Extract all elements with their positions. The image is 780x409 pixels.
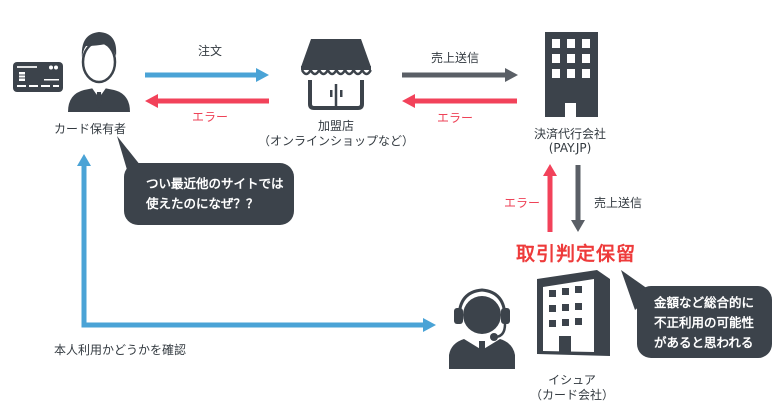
issuer-speech-bubble: 金額など総合的に 不正利用の可能性 があると思われる [637, 286, 772, 358]
issuer-bubble-line-2: 不正利用の可能性 [654, 315, 755, 330]
error-label-to-merchant: エラー [436, 111, 473, 125]
storefront-icon [300, 39, 372, 110]
error-label-to-cardholder: エラー [191, 110, 228, 124]
issuer-bubble-line-1: 金額など総合的に [654, 295, 755, 310]
headset-operator-icon [449, 288, 515, 369]
sales-send-arrow-down [571, 165, 585, 232]
businessman-icon [68, 32, 130, 112]
transaction-hold-status: 取引判定保留 [516, 243, 637, 265]
sales-send-label: 売上送信 [430, 51, 479, 65]
issuer-bubble-line-3: があると思われる [654, 335, 754, 350]
merchant-sublabel: （オンラインショップなど） [257, 134, 414, 148]
order-arrow [145, 68, 269, 82]
cardholder-speech-bubble: つい最近他のサイトでは 使えたのになぜ？？ [124, 163, 294, 225]
error-arrow-up [543, 164, 557, 232]
error-arrow-to-cardholder [145, 94, 269, 108]
cardholder-bubble-line-2: 使えたのになぜ？？ [146, 196, 259, 211]
sales-send-down-label: 売上送信 [593, 196, 642, 210]
payment-agent-sublabel: (PAY.JP) [548, 141, 592, 155]
credit-card-icon [13, 62, 63, 92]
error-label-up: エラー [503, 196, 540, 210]
confirm-identity-label: 本人利用かどうかを確認 [53, 343, 186, 357]
office-building-3d-icon [537, 270, 610, 356]
issuer-label: イシュア [548, 373, 596, 387]
payment-agent-label: 決済代行会社 [533, 127, 606, 141]
merchant-label: 加盟店 [317, 119, 354, 133]
cardholder-label: カード保有者 [53, 122, 126, 136]
error-arrow-to-merchant [402, 94, 517, 108]
office-building-icon [545, 32, 598, 117]
issuer-sublabel: （カード会社） [529, 388, 614, 402]
sales-send-arrow [402, 68, 518, 82]
order-label: 注文 [197, 44, 222, 58]
confirm-identity-arrow [77, 154, 436, 332]
cardholder-bubble-line-1: つい最近他のサイトでは [146, 176, 284, 191]
